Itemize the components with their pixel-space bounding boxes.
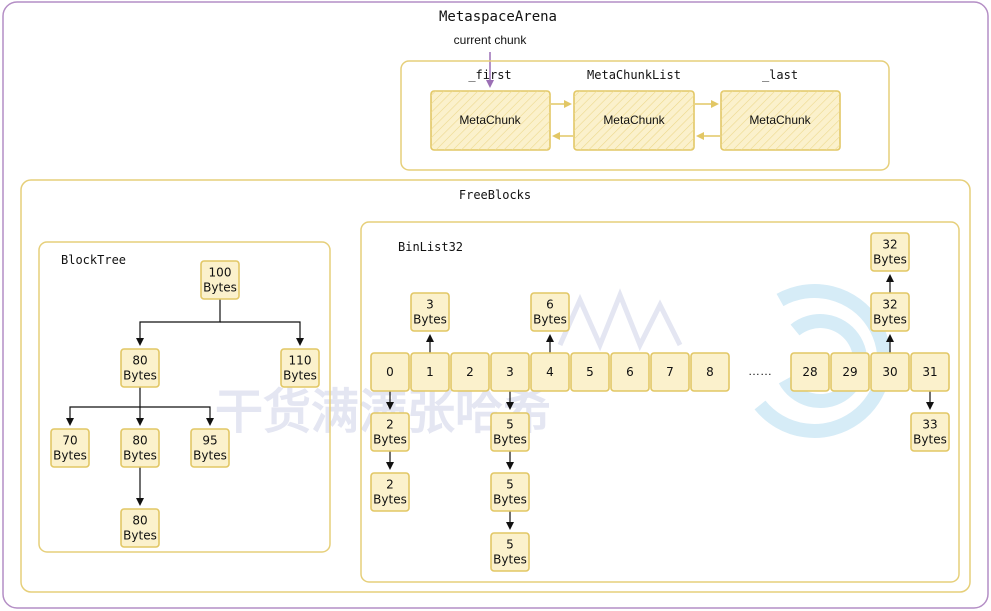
first-label: _first [468, 68, 511, 82]
binlist-frame [360, 221, 960, 583]
bin-1: 1 [410, 352, 450, 392]
arena-title: MetaspaceArena [439, 9, 557, 25]
tree-edge-80-95 [140, 406, 214, 426]
metachunk-3: MetaChunk [720, 90, 841, 151]
bin-8: 8 [690, 352, 730, 392]
bin-31: 31 [910, 352, 950, 392]
tree-edge-root-110 [220, 321, 304, 346]
tree-edge-80-70 [66, 387, 141, 426]
bin-30-label: 30 [882, 365, 897, 379]
metachunk-2: MetaChunk [573, 90, 695, 151]
bin-28-label: 28 [802, 365, 817, 379]
bin-2-label: 2 [466, 365, 474, 379]
bin-0: 0 [370, 352, 410, 392]
binlist-ellipsis: …… [748, 364, 772, 378]
metachunk-3-label: MetaChunk [749, 113, 811, 127]
bin-8-label: 8 [706, 365, 714, 379]
bin-6-label: 6 [626, 365, 634, 379]
bin-5: 5 [570, 352, 610, 392]
freeblocks-frame [20, 179, 971, 593]
bin-0-label: 0 [386, 365, 394, 379]
bin-30: 30 [870, 352, 910, 392]
last-label: _last [762, 68, 798, 82]
bin-7-label: 7 [666, 365, 674, 379]
metachunk-2-label: MetaChunk [603, 113, 665, 127]
metachunklist-frame [400, 60, 890, 171]
blocktree-frame [38, 241, 331, 553]
edges [66, 274, 934, 530]
bin-3: 3 [490, 352, 530, 392]
binlist-title: BinList32 [398, 240, 463, 254]
bin-6: 6 [610, 352, 650, 392]
metachunk-1-label: MetaChunk [459, 113, 521, 127]
metachunklist-label: MetaChunkList [587, 68, 681, 82]
metachunk-1: MetaChunk [430, 90, 551, 151]
current-chunk-label: current chunk [454, 33, 528, 47]
bin-3-label: 3 [506, 365, 514, 379]
bin-7: 7 [650, 352, 690, 392]
bin-1-label: 1 [426, 365, 434, 379]
bin-29-label: 29 [842, 365, 857, 379]
blocktree-title: BlockTree [61, 253, 126, 267]
bin-28: 28 [790, 352, 830, 392]
bin-5-label: 5 [586, 365, 594, 379]
chunk-links [551, 100, 720, 140]
tree-edge-root-80 [136, 299, 221, 346]
bin-2: 2 [450, 352, 490, 392]
bin-31-label: 31 [922, 365, 937, 379]
bin-29: 29 [830, 352, 870, 392]
bin-4-label: 4 [546, 365, 554, 379]
freeblocks-title: FreeBlocks [459, 188, 531, 202]
bin-4: 4 [530, 352, 570, 392]
